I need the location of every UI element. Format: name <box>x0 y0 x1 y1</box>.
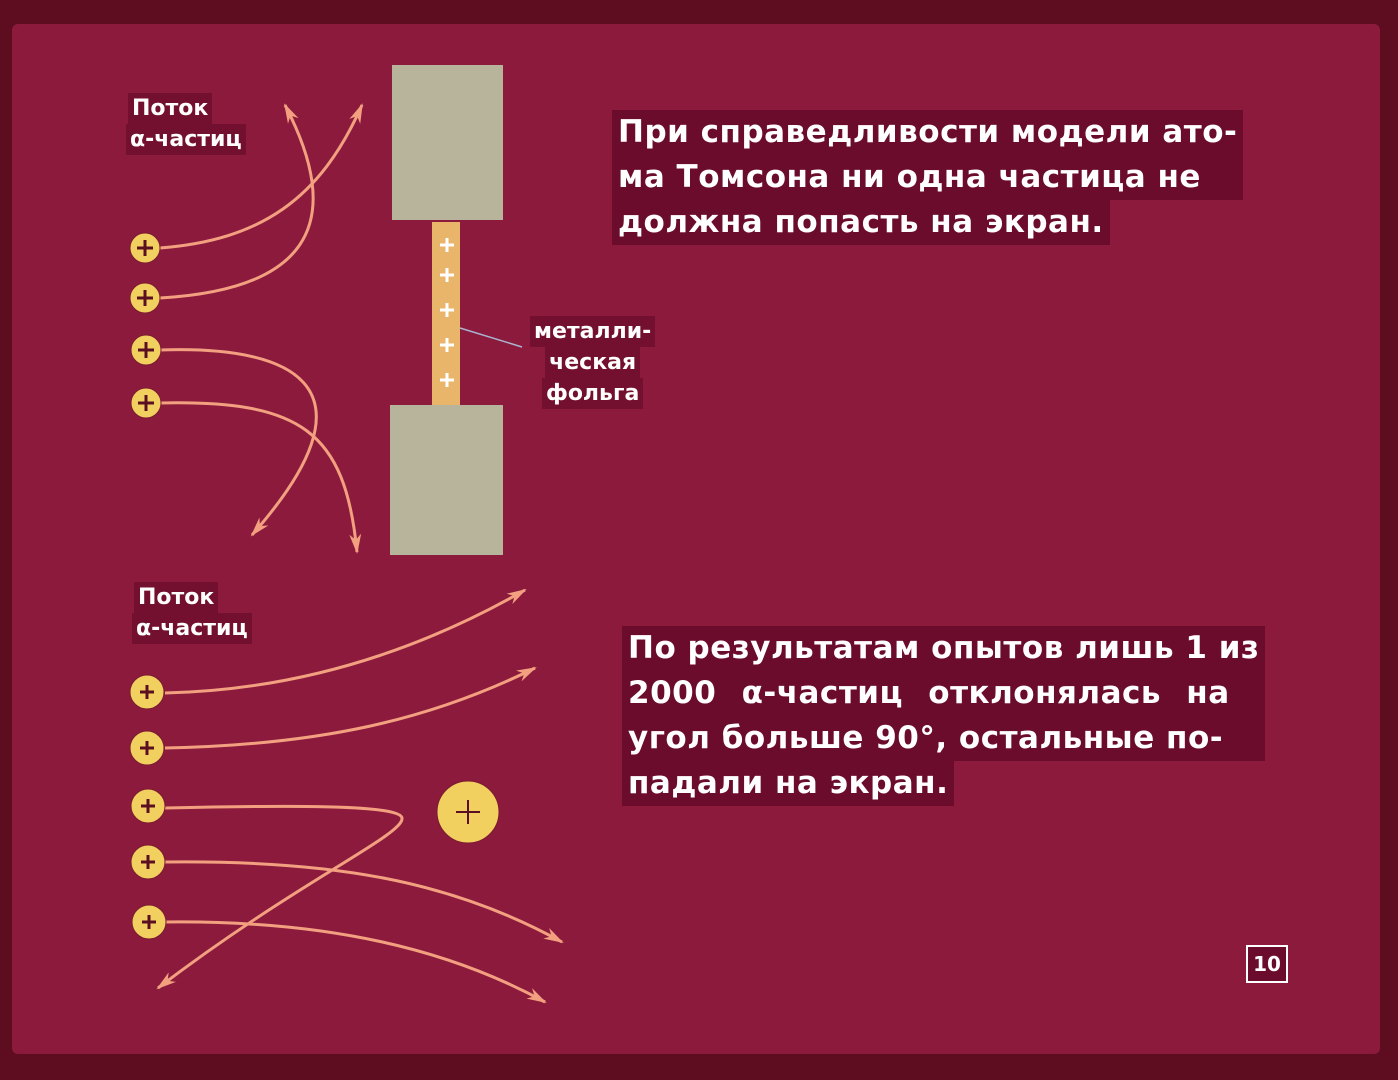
alpha-particle-icon <box>130 387 162 419</box>
foil-label: металли- ческая фольга <box>530 316 656 409</box>
trajectory-top-4 <box>159 401 362 554</box>
experiment-results-text: По результатам опытов лишь 1 из 2000 α-ч… <box>622 626 1266 806</box>
trajectory-top-2 <box>159 103 315 300</box>
trajectory-bottom-1 <box>164 588 527 695</box>
label-line: α-частиц <box>132 613 252 644</box>
trajectory-bottom-5 <box>164 920 547 1004</box>
label-line: металли- <box>530 316 656 347</box>
text-line: По результатам опытов лишь 1 из <box>622 626 1266 671</box>
label-line: Поток <box>128 93 213 124</box>
alpha-particle-icon <box>130 334 162 366</box>
alpha-particle-icon <box>129 282 161 314</box>
text-line: падали на экран. <box>622 761 955 806</box>
text-line: ма Томсона ни одна частица не <box>612 155 1244 200</box>
trajectory-top-1 <box>159 103 364 250</box>
thomson-model-text: При справедливости модели ато- ма Томсон… <box>612 110 1244 245</box>
alpha-particle-icon <box>130 788 166 824</box>
trajectory-bottom-3 <box>156 804 404 990</box>
trajectory-bottom-4 <box>164 860 564 944</box>
page-number: 10 <box>1246 945 1288 983</box>
label-line: фольга <box>541 378 644 409</box>
alpha-particle-icon <box>130 844 166 880</box>
text-line: должна попасть на экран. <box>612 200 1110 245</box>
label-line: Поток <box>134 582 219 613</box>
trajectory-top-3 <box>159 348 318 537</box>
screen-top-block <box>392 65 503 220</box>
nucleus-icon <box>436 780 500 844</box>
alpha-particle-icon <box>131 904 167 940</box>
label-line: α-частиц <box>126 124 246 155</box>
trajectory-bottom-2 <box>164 666 537 750</box>
text-line: 2000 α-частиц отклонялась на <box>622 671 1266 716</box>
alpha-particle-icon <box>129 232 161 264</box>
top-stream-label: Поток α-частиц <box>126 93 246 155</box>
text-line: При справедливости модели ато- <box>612 110 1244 155</box>
text-line: угол больше 90°, остальные по- <box>622 716 1266 761</box>
alpha-particle-icon <box>129 730 165 766</box>
screen-bottom-block <box>390 405 503 555</box>
foil-plus-signs <box>440 238 454 387</box>
label-line: ческая <box>545 347 641 378</box>
foil-pointer-line <box>459 327 523 348</box>
bottom-stream-label: Поток α-частиц <box>132 582 252 644</box>
alpha-particle-icon <box>129 674 165 710</box>
